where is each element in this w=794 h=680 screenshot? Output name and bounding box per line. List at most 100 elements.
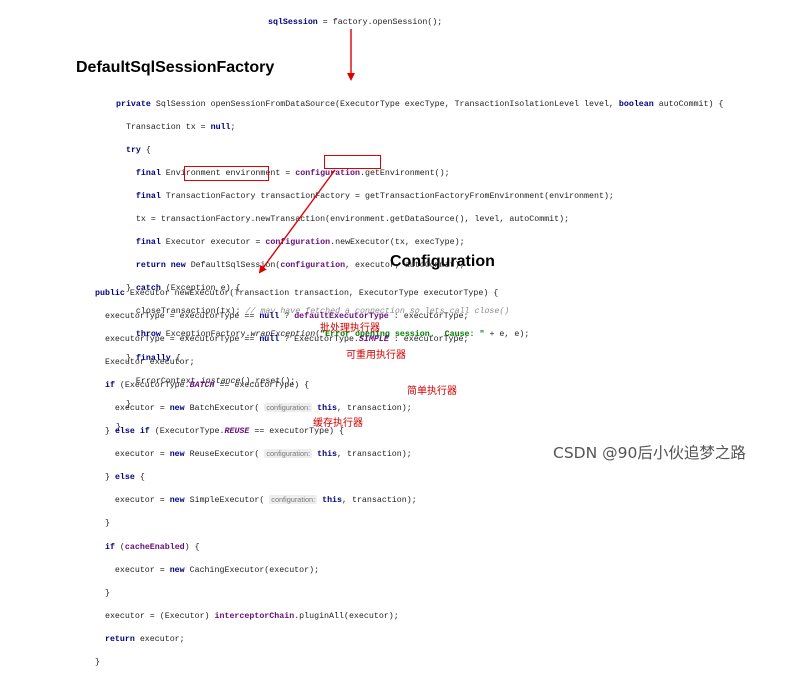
code-text: } xyxy=(104,519,110,529)
note-batch-executor: 批处理执行器 xyxy=(320,323,380,334)
code-text: ? ExecutorType. xyxy=(279,334,359,344)
code-text: SqlSession openSessionFromDataSource(Exe… xyxy=(150,99,619,109)
kw-null: null xyxy=(259,311,280,321)
code-text: ( xyxy=(275,261,281,271)
note-simple-executor: 简单执行器 xyxy=(407,386,457,397)
field-configuration: configuration xyxy=(295,168,360,178)
field-configuration: configuration xyxy=(265,238,331,248)
string-literal: "Error opening session. Cause: " xyxy=(320,330,485,340)
kw-throw: throw xyxy=(135,330,161,340)
code-text: Executor newExecutor(Transaction transac… xyxy=(124,288,499,298)
default-sql-session-class: DefaultSqlSession xyxy=(190,261,276,271)
note-reuse-executor: 可重用执行器 xyxy=(346,350,406,361)
kw-new: new xyxy=(169,450,185,460)
code-line: } xyxy=(95,518,498,530)
code-text: . xyxy=(330,238,336,248)
kw-null: null xyxy=(259,334,280,344)
kw-new: new xyxy=(169,404,185,414)
code-text: executorType = executorType == xyxy=(104,311,260,321)
code-text: tx = transactionFactory.newTransaction(e… xyxy=(135,215,570,225)
code-text: executor = xyxy=(114,565,170,575)
code-line: try { xyxy=(116,145,723,157)
kw-return-new: return new xyxy=(135,261,186,271)
code-text: executor = xyxy=(114,496,170,506)
code-line: } xyxy=(116,399,723,411)
code-text: : executorType; xyxy=(388,311,469,321)
kw-public: public xyxy=(95,288,125,298)
top-call-rest: = factory.openSession(); xyxy=(317,18,443,27)
code-text: (ExecutorType. xyxy=(114,380,190,390)
code-line: } else { xyxy=(95,472,498,484)
method-instance: instance xyxy=(200,376,241,386)
code-line: } xyxy=(116,422,723,434)
code-line: final Executor executor = configuration.… xyxy=(116,237,723,249)
kw-this: this xyxy=(317,404,338,414)
new-executor-call: newExecutor xyxy=(335,238,390,248)
code-line: executor = (Executor) interceptorChain.p… xyxy=(95,611,498,623)
kw-this: this xyxy=(317,450,338,460)
code-text: ReuseExecutor( xyxy=(184,450,265,460)
code-text: executor; xyxy=(134,634,185,644)
code-line: final Environment environment = configur… xyxy=(116,168,723,180)
code-text: ; xyxy=(230,122,236,132)
code-line: Executor executor; xyxy=(95,357,498,369)
code-line: } finally { xyxy=(116,353,723,365)
code-text: .getEnvironment(); xyxy=(360,168,450,178)
code-block-open-session: private SqlSession openSessionFromDataSo… xyxy=(116,87,723,445)
field-configuration: configuration xyxy=(280,261,346,271)
top-call-line: sqlSession = factory.openSession(); xyxy=(268,17,442,29)
kw-final: final xyxy=(135,238,161,248)
code-line: closeTransaction(tx); // may have fetche… xyxy=(116,306,723,318)
code-text: executor = xyxy=(114,450,170,460)
code-text: { xyxy=(170,353,181,363)
method-wrap-exception: wrapException xyxy=(250,330,316,340)
kw-else: else xyxy=(114,473,135,483)
code-line: if (cacheEnabled) { xyxy=(95,542,498,554)
code-text: CachingExecutor(executor); xyxy=(184,565,320,575)
code-text: closeTransaction(tx); xyxy=(135,307,246,317)
code-text: Transaction tx = xyxy=(125,122,211,132)
kw-new: new xyxy=(169,565,185,575)
kw-else-if: else if xyxy=(114,427,150,437)
code-line: throw ExceptionFactory.wrapException("Er… xyxy=(116,329,723,341)
kw-boolean: boolean xyxy=(618,99,654,109)
enum-simple: SIMPLE xyxy=(358,334,389,344)
field-cache-enabled: cacheEnabled xyxy=(124,542,185,552)
code-line: ErrorContext.instance().reset(); xyxy=(116,376,723,388)
code-line: tx = transactionFactory.newTransaction(e… xyxy=(116,214,723,226)
code-text: .pluginAll(executor); xyxy=(294,611,399,621)
code-text: { xyxy=(134,473,145,483)
code-text: , transaction); xyxy=(342,496,417,506)
kw-private: private xyxy=(116,99,151,109)
kw-null: null xyxy=(210,122,231,132)
enum-batch: BATCH xyxy=(189,380,215,390)
code-text: BatchExecutor( xyxy=(184,404,265,414)
field-default-executor-type: defaultExecutorType xyxy=(294,311,389,321)
kw-final: final xyxy=(135,191,161,201)
code-text: Environment environment = xyxy=(160,168,296,178)
code-line: Transaction tx = null; xyxy=(116,122,723,134)
code-line: public Executor newExecutor(Transaction … xyxy=(95,288,498,300)
code-text: ( xyxy=(114,542,125,552)
csdn-watermark: CSDN @90后小伙追梦之路 xyxy=(553,444,746,462)
arrows-layer xyxy=(258,29,355,274)
code-text: == executorType) { xyxy=(214,380,310,390)
code-text: == executorType) { xyxy=(249,427,344,437)
code-text: } xyxy=(104,427,115,437)
kw-finally: finally xyxy=(135,353,171,363)
enum-reuse: REUSE xyxy=(224,427,250,437)
code-line: executor = new BatchExecutor( configurat… xyxy=(95,403,498,415)
code-text: } xyxy=(125,399,131,409)
arrow-to-new-executor xyxy=(258,169,336,274)
code-text: TransactionFactory transactionFactory = … xyxy=(160,191,614,201)
code-text: , transaction); xyxy=(337,450,412,460)
sqlsession-var: sqlSession xyxy=(268,18,318,27)
code-text: executor = (Executor) xyxy=(104,611,215,621)
heading-configuration: Configuration xyxy=(390,253,495,270)
code-line: } else if (ExecutorType.REUSE == executo… xyxy=(95,426,498,438)
code-text: ExceptionFactory. xyxy=(160,330,251,340)
code-text: (tx, execType); xyxy=(389,238,465,248)
code-text: (Exception e) { xyxy=(160,284,241,294)
code-text: : executorType; xyxy=(388,334,469,344)
code-line: executor = new ReuseExecutor( configurat… xyxy=(95,449,498,461)
